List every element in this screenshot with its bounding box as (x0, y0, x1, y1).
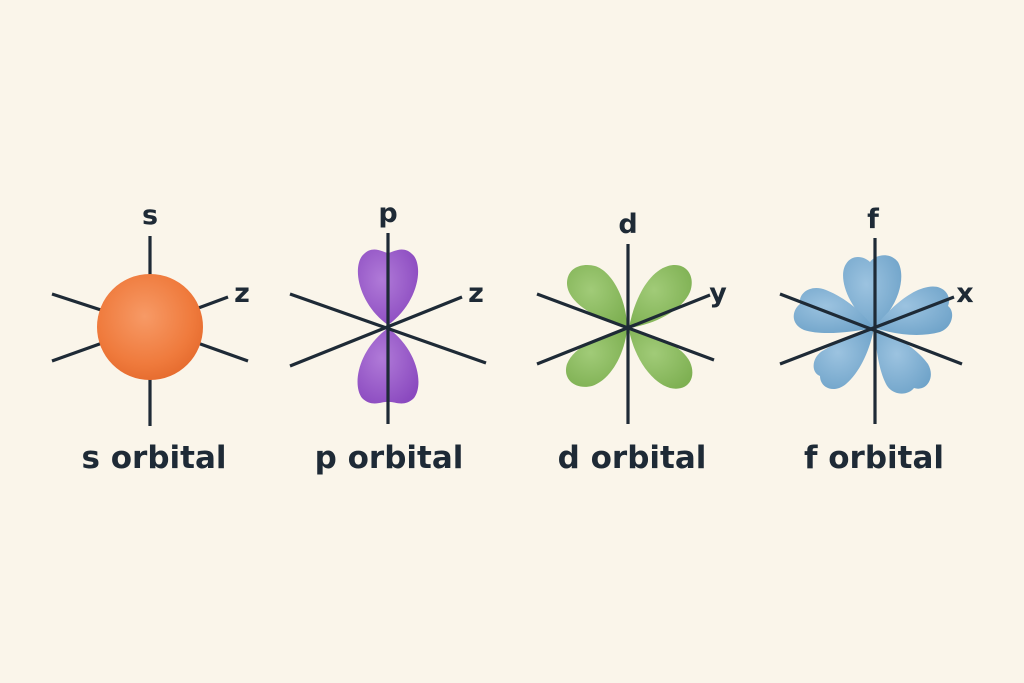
d-axis-diagonal-2 (536, 293, 711, 366)
d-orbital-caption: d orbital (558, 440, 707, 476)
f-orbital-group: f x f orbital (779, 204, 974, 476)
d-lobe-upper-left (566, 264, 627, 328)
d-axis-side-label: y (709, 278, 727, 309)
p-axis-diagonal-2 (289, 295, 463, 368)
f-lobe-top (843, 255, 902, 328)
d-lobe-upper-right (629, 265, 692, 328)
p-axis-top-label: p (378, 198, 397, 229)
d-lobe-lower-left (565, 330, 627, 387)
f-axis-diagonal-2 (779, 295, 955, 366)
d-axis-top-label: d (618, 209, 637, 240)
p-axes (289, 233, 487, 424)
f-orbital-caption: f orbital (804, 440, 944, 476)
f-axis-side-label: x (956, 278, 973, 309)
s-axis-side-label: z (234, 278, 250, 309)
f-lobes (793, 255, 953, 394)
d-lobes (565, 264, 693, 389)
f-lobe-lower-left (813, 328, 874, 390)
s-orbital-group: s z s orbital (51, 200, 250, 476)
f-axis-top-label: f (867, 204, 879, 235)
d-orbital-group: d y d orbital (536, 209, 727, 476)
d-axes (536, 244, 715, 424)
s-axis-top-label: s (142, 200, 158, 231)
s-orbital-caption: s orbital (81, 440, 226, 476)
f-axes (779, 238, 963, 424)
p-orbital-group: p z p orbital (289, 198, 487, 476)
f-lobe-upper-right (874, 286, 953, 335)
p-axis-side-label: z (468, 278, 484, 309)
f-lobe-lower-right (874, 328, 931, 394)
p-axis-diagonal-1 (289, 292, 487, 365)
s-orbital-sphere (97, 274, 203, 380)
p-orbital-caption: p orbital (315, 440, 464, 476)
d-lobe-lower-right (629, 330, 693, 389)
